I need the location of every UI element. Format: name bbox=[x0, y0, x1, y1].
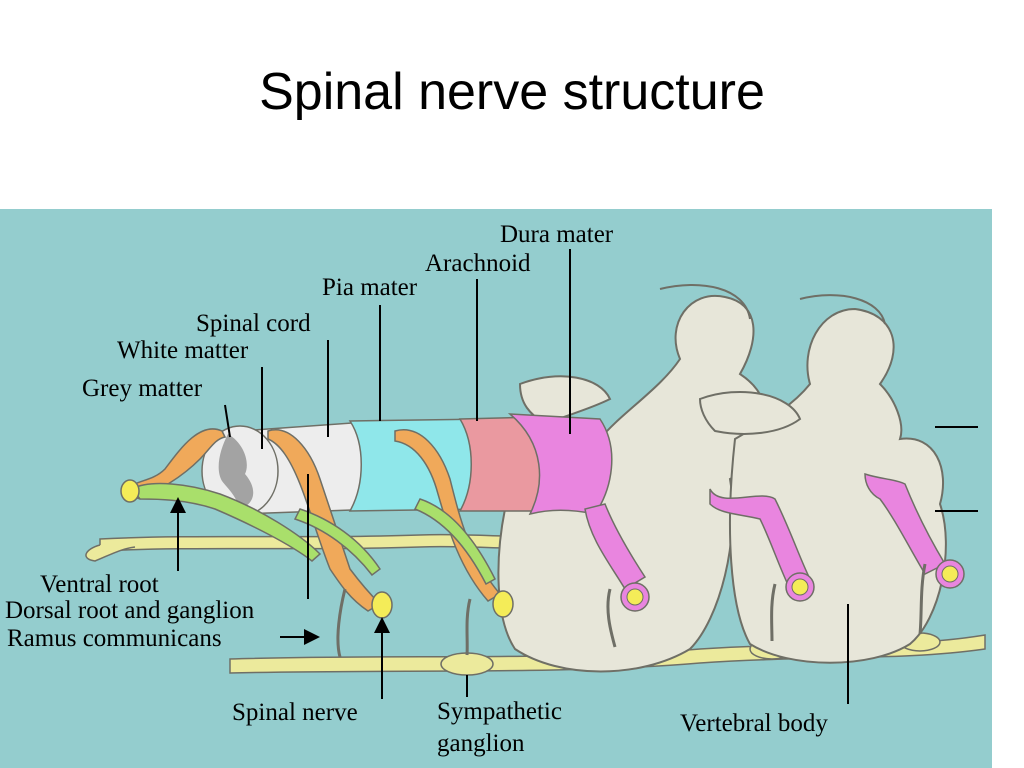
label-ventral-root: Ventral root bbox=[40, 571, 159, 598]
grey-matter bbox=[218, 434, 254, 509]
dura-mater-segment bbox=[507, 413, 613, 516]
label-dorsal-root: Dorsal root and ganglion bbox=[5, 597, 255, 624]
label-white-matter: White matter bbox=[117, 337, 249, 364]
label-vertebral-body: Vertebral body bbox=[680, 710, 828, 737]
label-sympathetic-line2: ganglion bbox=[437, 730, 525, 757]
leader-lines bbox=[170, 249, 978, 704]
ventral-root-left bbox=[130, 482, 322, 562]
label-ramus-communicans: Ramus communicans bbox=[7, 625, 222, 652]
slide-title: Spinal nerve structure bbox=[259, 63, 765, 121]
nerve-roots bbox=[124, 428, 502, 612]
label-sympathetic-line1: Sympathetic bbox=[437, 698, 562, 725]
nerve-stumps bbox=[626, 565, 959, 606]
label-arachnoid: Arachnoid bbox=[425, 250, 531, 277]
label-spinal-cord: Spinal cord bbox=[196, 310, 311, 337]
label-spinal-nerve: Spinal nerve bbox=[232, 699, 358, 726]
diagram-labels: Dura mater Arachnoid Pia mater Spinal co… bbox=[5, 221, 828, 757]
rami-communicantes bbox=[336, 563, 927, 658]
label-dura-mater: Dura mater bbox=[500, 221, 614, 248]
ventral-root-right bbox=[413, 498, 496, 586]
nerve-ends bbox=[120, 479, 514, 619]
ventral-root-mid bbox=[293, 508, 382, 577]
spinal-nerve-diagram: Dura mater Arachnoid Pia mater Spinal co… bbox=[0, 209, 992, 768]
label-grey-matter: Grey matter bbox=[82, 375, 203, 402]
label-pia-mater: Pia mater bbox=[322, 274, 418, 301]
